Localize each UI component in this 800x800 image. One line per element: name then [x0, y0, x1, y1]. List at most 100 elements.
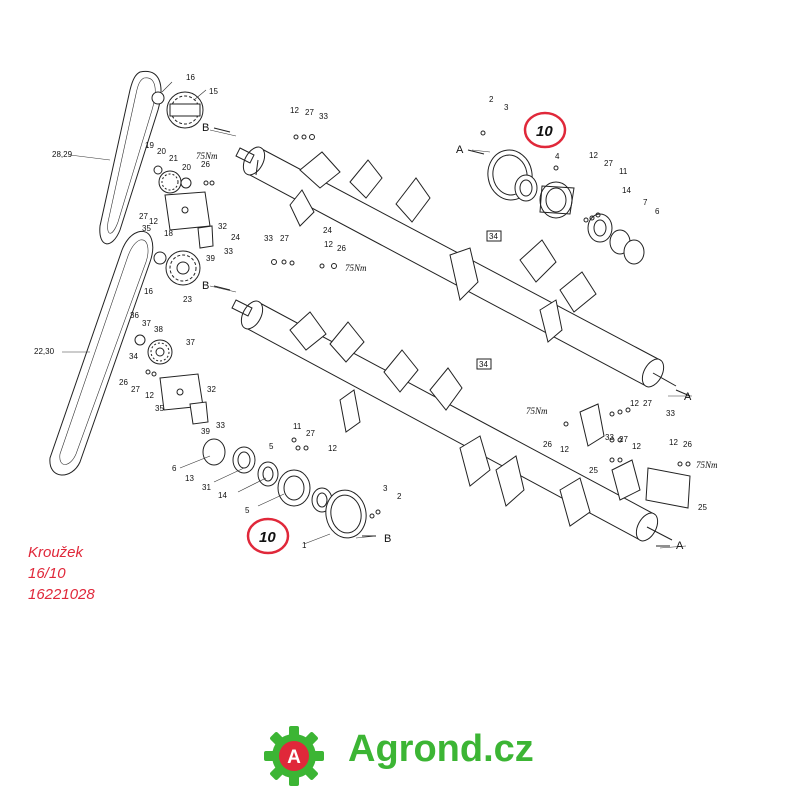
- sprocket-upper: [151, 91, 204, 129]
- part-label: 5: [245, 506, 250, 515]
- part-label: 22,30: [34, 347, 55, 356]
- part-label: 33: [224, 247, 233, 256]
- part-label: 32: [207, 385, 216, 394]
- part-label: 3: [383, 484, 388, 493]
- part-label: 27: [280, 234, 289, 243]
- part-label: 35: [155, 404, 164, 413]
- part-label: 1: [302, 541, 307, 550]
- part-label: 11: [619, 167, 628, 176]
- part-label: 12: [290, 106, 299, 115]
- part-label: 12: [630, 399, 639, 408]
- bearing-assembly-upper: [480, 130, 645, 265]
- section-marker: B: [384, 533, 391, 545]
- part-label: 33: [319, 112, 328, 121]
- section-marker: A: [676, 540, 684, 552]
- part-label: 34: [129, 352, 138, 361]
- part-label: 6: [172, 464, 177, 473]
- part-label: 33: [605, 433, 614, 442]
- fasteners: [145, 134, 691, 519]
- part-label: 14: [218, 491, 227, 500]
- part-label: 25: [589, 466, 598, 475]
- part-label: 7: [643, 198, 648, 207]
- part-label: 12: [149, 217, 158, 226]
- gear-icon: A: [264, 726, 324, 786]
- sprocket-lower: [134, 334, 173, 365]
- part-label: 27: [604, 159, 613, 168]
- torque-spec: 75Nm: [526, 406, 548, 416]
- part-label: 27: [306, 429, 315, 438]
- part-label: 26: [119, 378, 128, 387]
- part-label: 27: [643, 399, 652, 408]
- torque-spec: 75Nm: [696, 460, 718, 470]
- part-label: 28,29: [52, 150, 73, 159]
- part-label: 26: [337, 244, 346, 253]
- caption-size: 16/10: [28, 565, 66, 582]
- caption-name: Kroužek: [28, 544, 84, 561]
- part-label: 26: [543, 440, 552, 449]
- part-label: 3: [504, 103, 509, 112]
- part-label: 2: [489, 95, 494, 104]
- part-label: 26: [683, 440, 692, 449]
- sprocket-mid-lower: [153, 250, 201, 286]
- part-label: 5: [269, 442, 274, 451]
- section-marker: B: [202, 280, 209, 292]
- part-label: 26: [201, 160, 210, 169]
- part-label: 11: [293, 422, 302, 431]
- highlight-ring-top: [523, 111, 567, 149]
- part-label: 12: [328, 444, 337, 453]
- highlight-number-bottom: 10: [259, 529, 276, 546]
- part-label: 12: [632, 442, 641, 451]
- part-label: 14: [622, 186, 631, 195]
- part-label: 27: [305, 108, 314, 117]
- upper-shaft: [235, 146, 677, 388]
- part-label: 27: [131, 385, 140, 394]
- part-caption: Kroužek 16/10 16221028: [28, 542, 95, 605]
- highlight-ring-bottom: [246, 517, 290, 555]
- blade-upper-right: [579, 403, 691, 509]
- highlight-number-top: 10: [536, 123, 553, 140]
- part-label: 33: [666, 409, 675, 418]
- part-label: 2: [397, 492, 402, 501]
- part-label: 15: [209, 87, 218, 96]
- part-label: 32: [218, 222, 227, 231]
- part-label: 33: [216, 421, 225, 430]
- chain-lower: [49, 230, 154, 476]
- torque-spec: 75Nm: [345, 263, 367, 273]
- part-label: 12: [589, 151, 598, 160]
- label-box-text: 34: [479, 360, 488, 369]
- part-label: 24: [323, 226, 332, 235]
- part-label: 35: [142, 224, 151, 233]
- part-label: 37: [142, 319, 151, 328]
- part-label: 4: [555, 152, 560, 161]
- bearing-assembly-lower: [202, 438, 367, 539]
- part-label: 25: [698, 503, 707, 512]
- part-label: 23: [183, 295, 192, 304]
- chain-upper: [99, 70, 162, 245]
- tensioner-plate-upper: [164, 191, 214, 249]
- part-label: 16: [144, 287, 153, 296]
- section-arrows: [213, 127, 691, 547]
- part-label: 12: [669, 438, 678, 447]
- part-label: 36: [130, 311, 139, 320]
- torque-spec: 75Nm: [196, 151, 218, 161]
- part-label: 12: [560, 445, 569, 454]
- part-label: 37: [186, 338, 195, 347]
- part-label: 33: [264, 234, 273, 243]
- part-label: 39: [201, 427, 210, 436]
- tensioner-plate-lower: [159, 373, 209, 425]
- sprocket-mid-upper: [153, 165, 192, 194]
- logo-text: Agrond.cz: [348, 728, 534, 770]
- part-label: 12: [324, 240, 333, 249]
- part-label: 27: [619, 435, 628, 444]
- logo-letter: A: [287, 747, 301, 768]
- part-label: 24: [231, 233, 240, 242]
- section-marker: A: [456, 144, 464, 156]
- label-box-34-upper: [486, 230, 502, 242]
- lower-shaft: [231, 299, 673, 542]
- label-box-text: 34: [489, 232, 498, 241]
- part-label: 38: [154, 325, 163, 334]
- part-label: 19: [145, 141, 154, 150]
- part-label: 16: [186, 73, 195, 82]
- agrond-logo: A Agrond.cz: [262, 724, 562, 788]
